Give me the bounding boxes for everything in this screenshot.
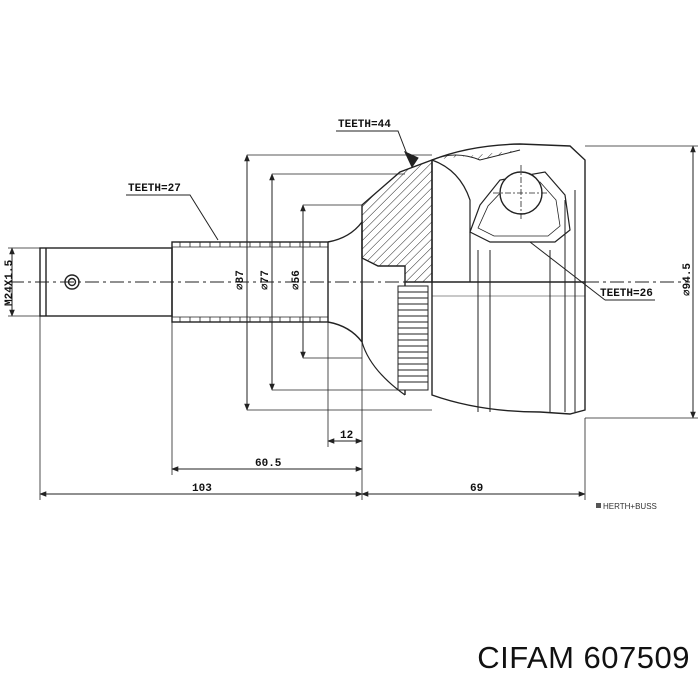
ball-cage (469, 171, 571, 243)
dim-12-label: 12 (340, 430, 353, 442)
d77-label: ⌀77 (260, 270, 272, 290)
dim-60-5-label: 60.5 (255, 458, 282, 470)
outer-housing (361, 143, 586, 415)
dim-69-label: 69 (470, 483, 483, 495)
diameter-dims (8, 145, 698, 419)
abs-ring (397, 285, 429, 391)
ball (493, 165, 549, 221)
teeth-26-label: TEETH=26 (600, 288, 653, 300)
d56-label: ⌀56 (291, 270, 303, 290)
watermark-icon (596, 503, 601, 508)
teeth-leaders (126, 130, 655, 301)
teeth-44-label: TEETH=44 (338, 119, 391, 131)
d94-5-label: ⌀94.5 (682, 263, 694, 296)
thread-label: M24X1.5 (4, 259, 16, 306)
watermark-label: HERTH+BUSS (603, 502, 657, 511)
part-caption: CIFAM 607509 (477, 640, 690, 675)
length-dims (39, 316, 586, 500)
dim-103-label: 103 (192, 483, 212, 495)
shaft-neck (327, 219, 363, 345)
teeth-27-label: TEETH=27 (128, 183, 181, 195)
spline-teeth-marks (179, 242, 321, 322)
d87-label: ⌀87 (235, 270, 247, 290)
